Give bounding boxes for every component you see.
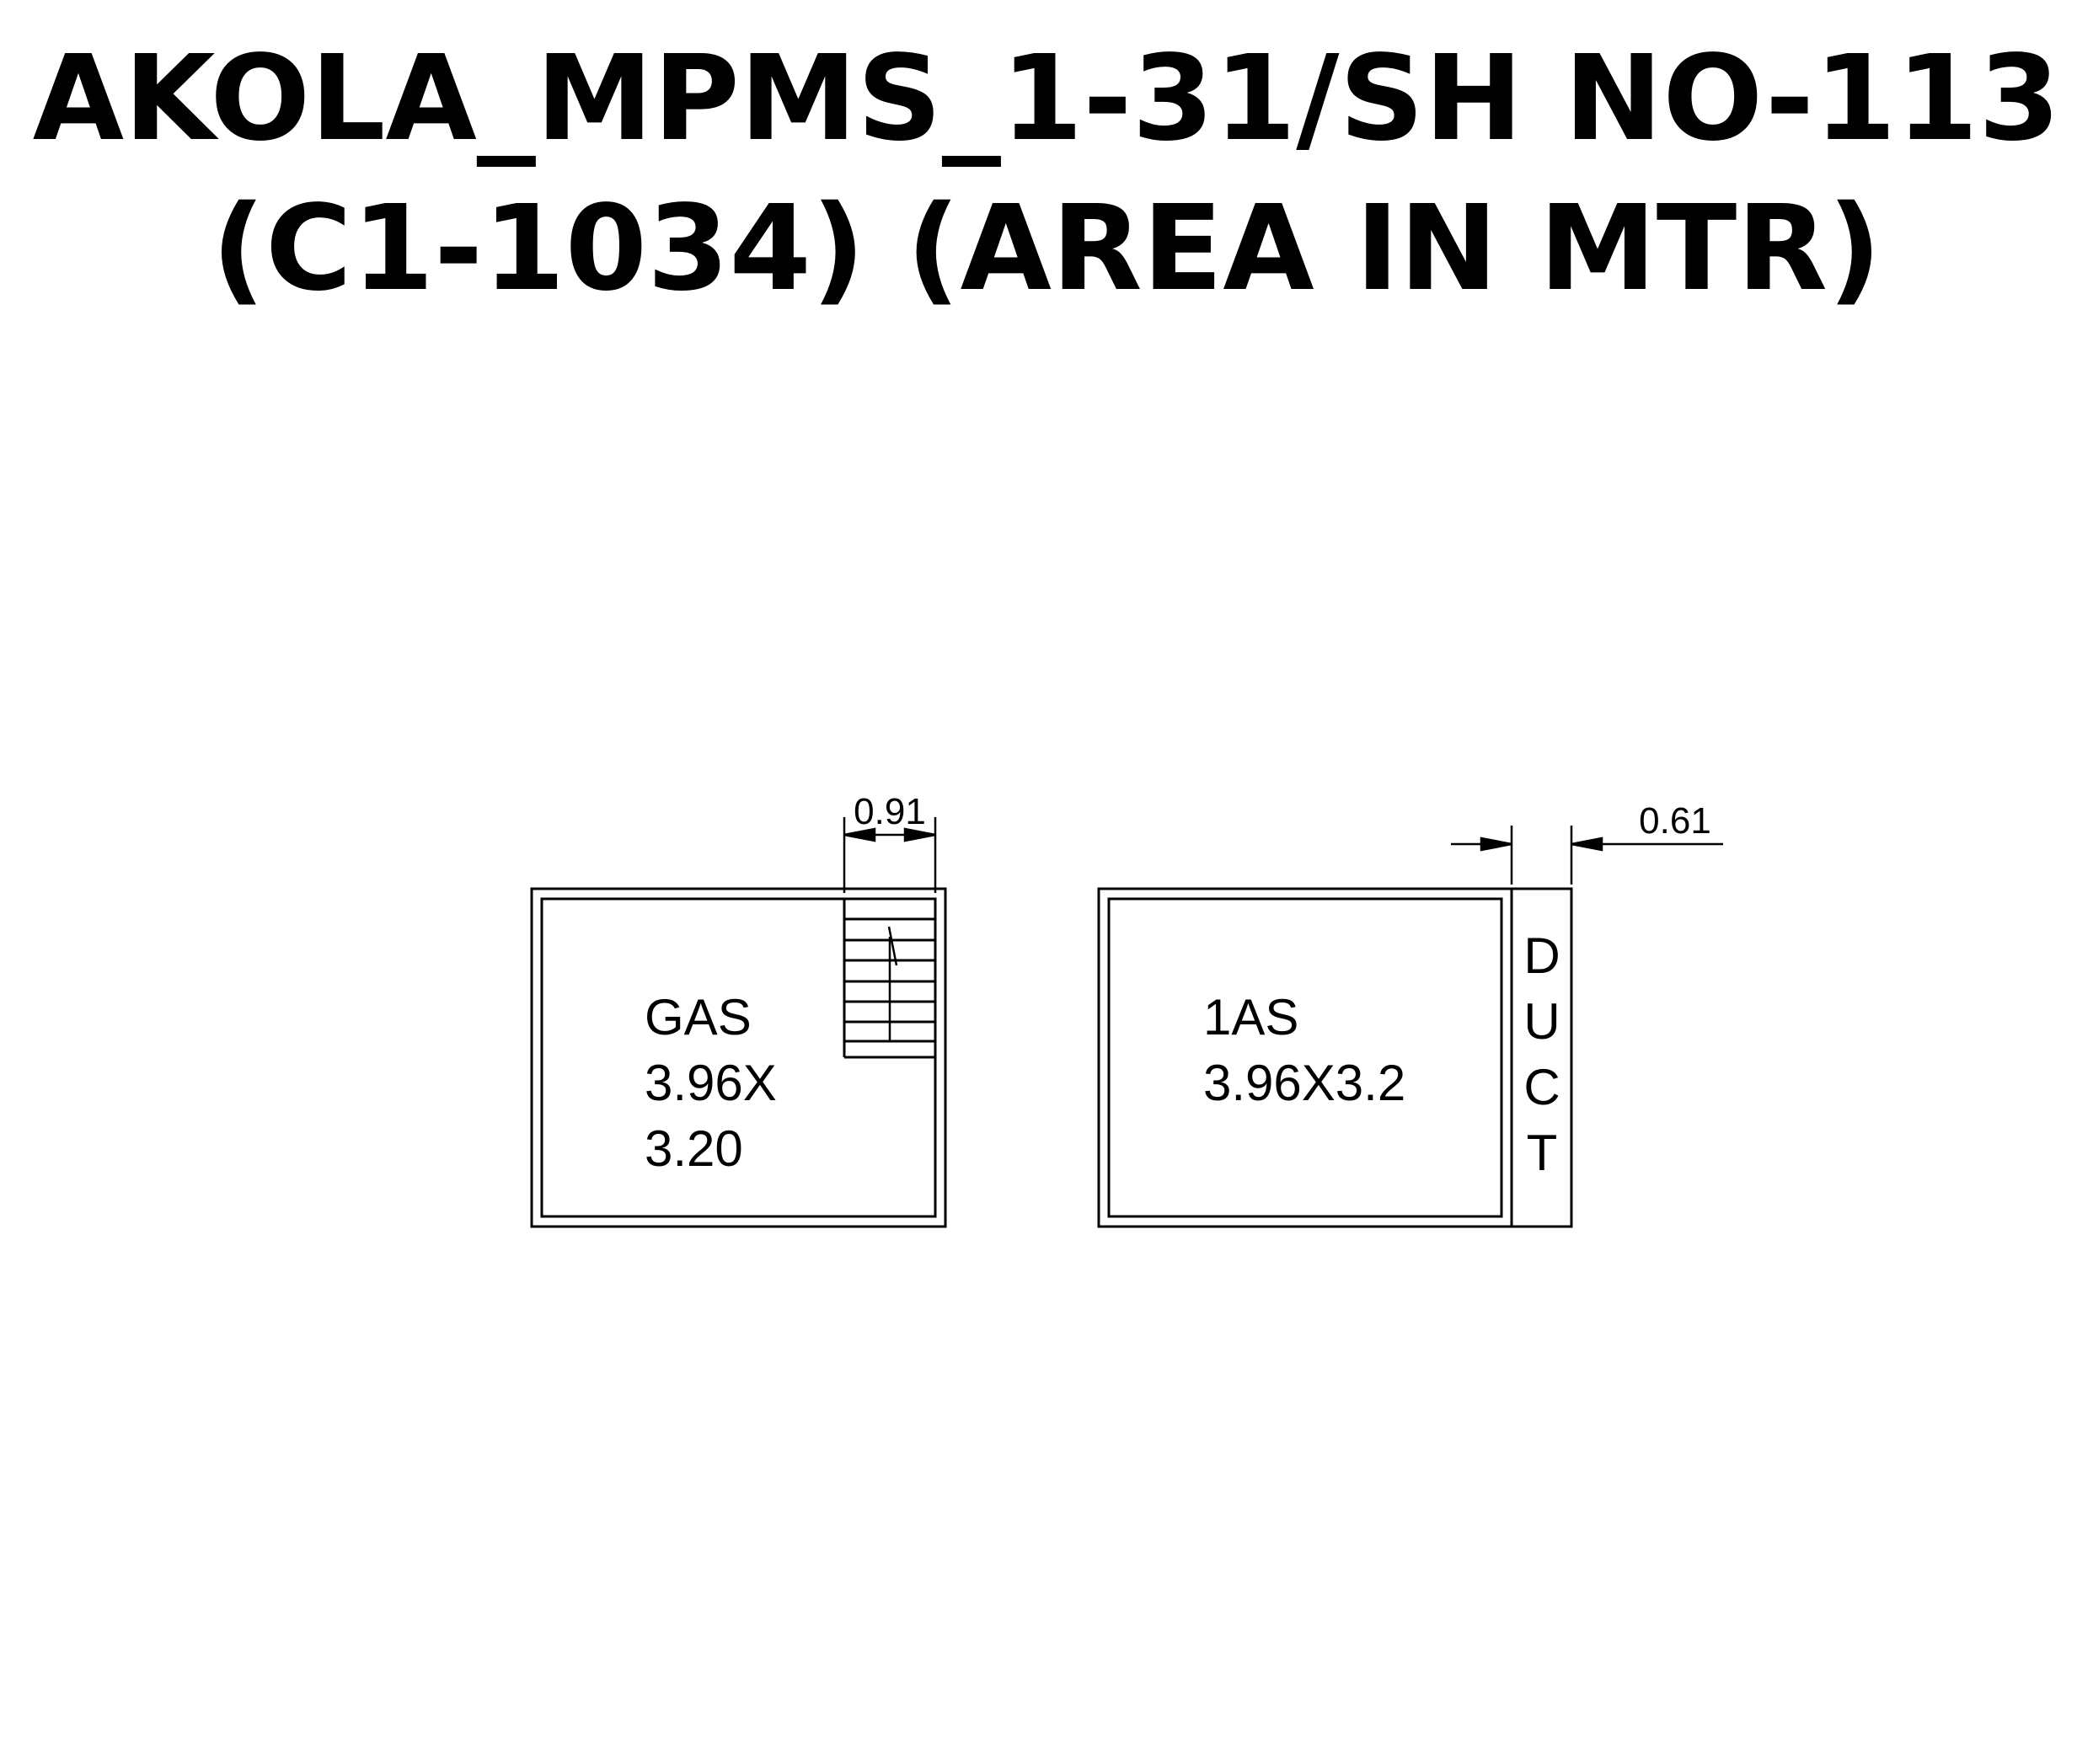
duct-letter: D <box>1523 927 1560 984</box>
duct-dimension-label: 0.61 <box>1639 800 1711 842</box>
right-room-inner-wall <box>1107 897 1503 1218</box>
duct-letter: C <box>1523 1059 1560 1115</box>
page-title-line-2: (C1-1034) (AREA IN MTR) <box>211 180 1882 318</box>
right-room-dimensions: 3.96X3.2 <box>1203 1055 1405 1111</box>
left-room-dim-line-1: 3.96X <box>645 1055 777 1111</box>
page-title-line-1: AKOLA_MPMS_1-31/SH NO-113 <box>32 30 2061 168</box>
right-room-name: 1AS <box>1203 989 1298 1045</box>
staircase <box>843 899 935 1059</box>
left-room-name: GAS <box>645 989 752 1045</box>
duct-box <box>1510 887 1573 1228</box>
duct-letter: T <box>1527 1125 1558 1181</box>
duct-width-dimension <box>1451 826 1723 885</box>
left-room-dim-line-2: 3.20 <box>645 1120 743 1177</box>
duct-letter: U <box>1523 993 1560 1050</box>
left-room-outer-wall <box>530 887 947 1228</box>
stair-width-dimension <box>843 817 937 893</box>
stair-dimension-label: 0.91 <box>854 791 926 832</box>
